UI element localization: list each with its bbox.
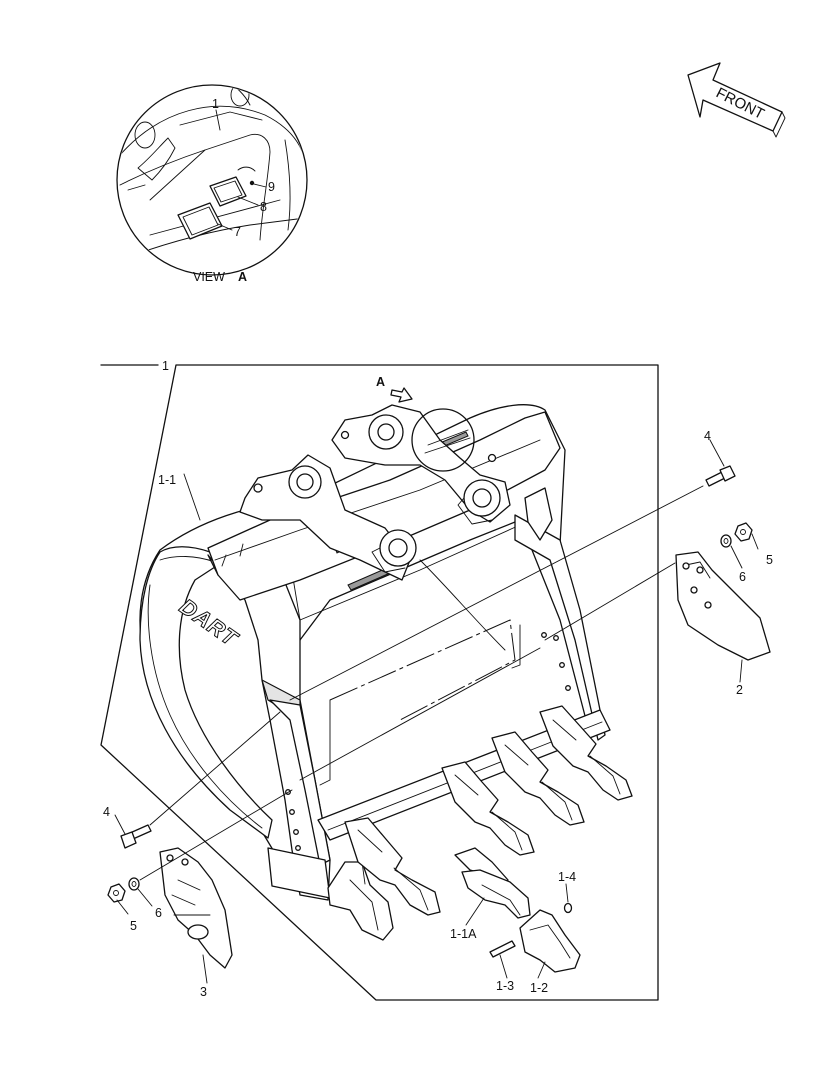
- label-arrow-a: A: [376, 375, 385, 389]
- label-part-5-right: 5: [766, 553, 773, 567]
- label-part-5-left: 5: [130, 919, 137, 933]
- front-arrow-icon: FRONT: [687, 62, 786, 138]
- bucket-ears: [239, 404, 511, 581]
- label-part-1-1a: 1-1A: [450, 927, 477, 941]
- part-labels: 1-1 4 5 6 2 4 5 6 3 1-1A 1-3 1-2 1-4: [103, 429, 773, 999]
- view-letter: A: [238, 270, 247, 284]
- washer-6-right: [720, 534, 732, 548]
- label-part-4-right: 4: [704, 429, 711, 443]
- label-part-3: 3: [200, 985, 207, 999]
- label-part-1-4: 1-4: [558, 870, 576, 884]
- label-part-7: 7: [234, 225, 241, 239]
- label-part-1-1: 1-1: [158, 473, 176, 487]
- tooth-2: [344, 817, 441, 916]
- pin-1-3: [489, 940, 516, 958]
- label-part-2: 2: [736, 683, 743, 697]
- nut-5-left: [107, 883, 126, 903]
- tooth-1: [327, 861, 394, 941]
- leader-lines: [114, 439, 759, 984]
- label-part-1-main: 1: [162, 359, 169, 373]
- part-9-mark: [237, 166, 256, 172]
- tooth-6: [539, 705, 633, 801]
- label-part-4-left: 4: [103, 805, 110, 819]
- view-a-indicator: A: [376, 375, 475, 472]
- tooth-1-2: [519, 909, 581, 973]
- bolt-4-right: [705, 465, 736, 487]
- label-part-8: 8: [260, 200, 267, 214]
- label-part-1-detail: 1: [212, 97, 219, 111]
- bucket-body: DART: [139, 404, 611, 901]
- bolt-4-left: [120, 824, 152, 849]
- side-cutter-right: [675, 551, 771, 661]
- view-arrow-icon: [390, 387, 413, 403]
- view-caption: VIEW: [193, 270, 225, 284]
- nut-5-right: [734, 522, 753, 542]
- label-part-6-left: 6: [155, 906, 162, 920]
- side-cutter-left: [159, 847, 233, 969]
- label-part-1-2: 1-2: [530, 981, 548, 995]
- tooth-3-adapter: [454, 847, 531, 919]
- bucket-teeth: [327, 705, 633, 973]
- tooth-4: [441, 761, 535, 856]
- assembly-frame: 1: [100, 359, 659, 1001]
- label-part-6-right: 6: [739, 570, 746, 584]
- label-part-1-3: 1-3: [496, 979, 514, 993]
- view-a-detail: 1 9 8 7 VIEW A: [116, 84, 308, 284]
- lock-1-4: [563, 902, 573, 914]
- label-part-9: 9: [268, 180, 275, 194]
- tooth-5: [491, 731, 585, 826]
- washer-6-left: [128, 877, 140, 891]
